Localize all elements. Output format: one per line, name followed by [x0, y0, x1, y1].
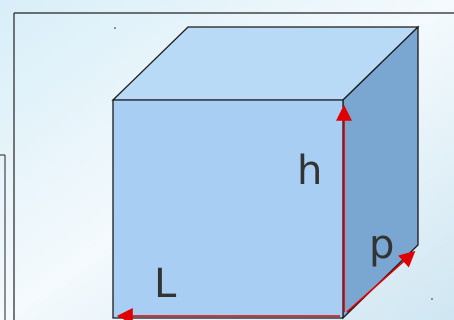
cube-front-face [112, 99, 344, 319]
depth-label: p [369, 222, 394, 268]
length-label: L [154, 261, 177, 307]
depth-arrow [346, 250, 416, 313]
marker-dot [114, 27, 116, 29]
height-label: h [297, 148, 322, 194]
marker-dot [431, 298, 433, 300]
